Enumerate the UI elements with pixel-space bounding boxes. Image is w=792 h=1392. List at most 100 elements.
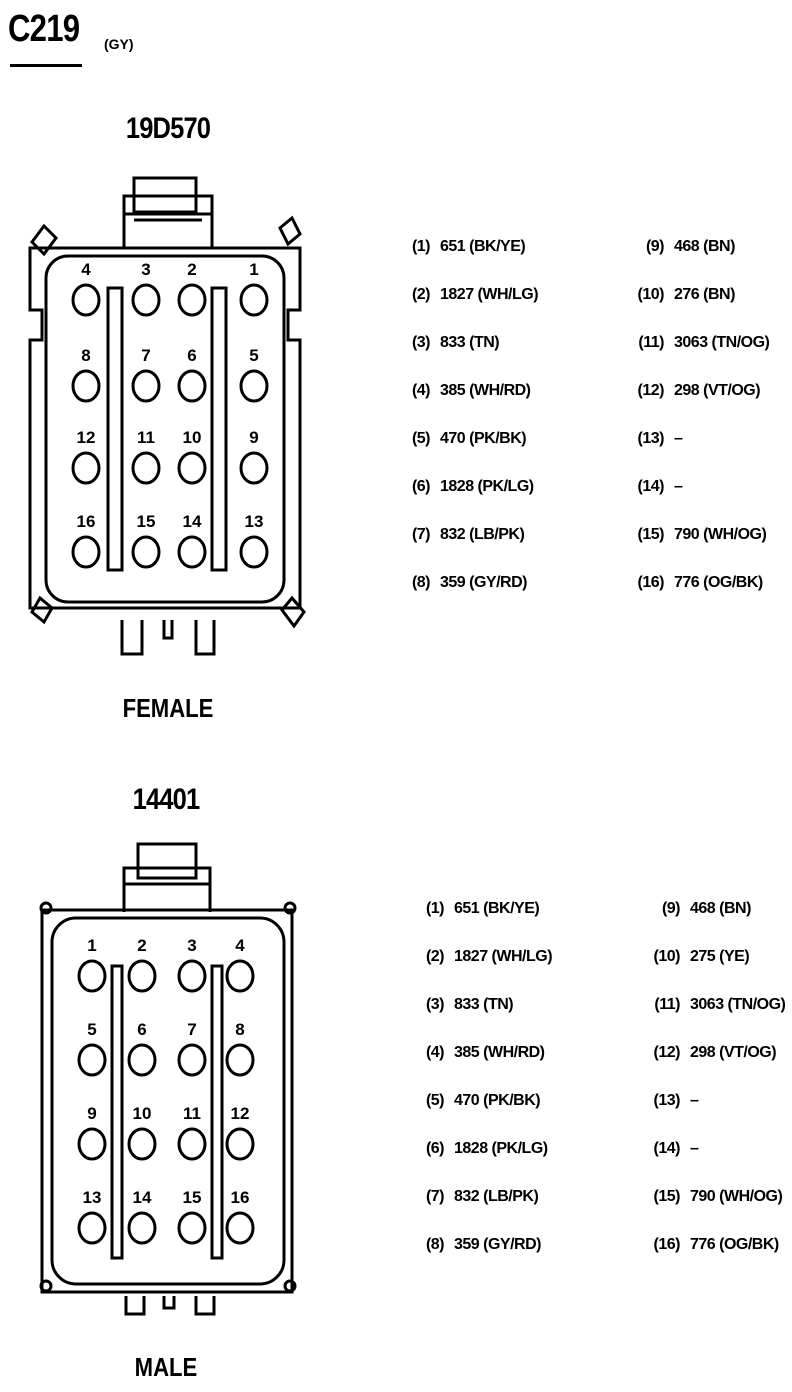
pin-cavity [177,369,207,403]
pin-number-label: 3 [141,260,150,279]
wire-circuit: 651 (BK/YE) [454,900,540,917]
pin-cavity [127,1127,157,1161]
wire-circuit: 833 (TN) [440,334,500,351]
pinout-row: (10)276 (BN) [628,286,736,304]
pin-number: (5) [411,430,431,447]
wire-circuit: 3063 (TN/OG) [690,996,786,1013]
pin-number: (3) [425,996,445,1013]
pinout-row: (5)470 (PK/BK) [408,430,527,448]
pin-number-label: 9 [87,1104,96,1123]
pin-number: (4) [425,1044,445,1061]
pin-number: (9) [645,238,665,255]
pin-number-label: 10 [183,428,202,447]
separator-bar [106,286,124,572]
pinout-row: (2)1827 (WH/LG) [422,948,553,966]
housing-inner [44,254,286,604]
wire-circuit: – [674,430,683,447]
pin-cavity [239,451,269,485]
pin-number-label: 9 [249,428,258,447]
pinout-row: (3) 833 (TN) [422,996,514,1014]
female-gender-label: FEMALE [122,693,214,723]
pin-number-label: 14 [133,1188,152,1207]
wire-circuit: 385 (WH/RD) [440,382,531,399]
pin-number: (6) [411,478,431,495]
pinout-row: (11)3063 (TN/OG) [628,334,769,352]
pinout-row: (11) 3063 (TN/OG) [644,996,785,1014]
pin-cavity [77,959,107,993]
pin-cavity [127,1211,157,1245]
wire-circuit: 651 (BK/YE) [440,238,526,255]
bottom-terminal [162,1296,176,1310]
separator-bar [110,964,124,1260]
wire-circuit: 3063 (TN/OG) [674,334,770,351]
pin-number-label: 13 [83,1188,102,1207]
wire-circuit: 275 (YE) [690,948,750,965]
pin-number-label: 7 [187,1020,196,1039]
pin-number-label: 7 [141,346,150,365]
pin-number: (2) [425,948,445,965]
pin-number: (13) [653,1092,681,1109]
pin-cavity [225,1211,255,1245]
pin-number-label: 1 [249,260,258,279]
pin-number-label: 11 [137,428,155,447]
pin-number: (14) [637,478,665,495]
pin-number-label: 8 [81,346,90,365]
pin-number: (2) [411,286,431,303]
pinout-row: (16) 776 (OG/BK) [628,574,764,592]
pinout-row: (8)359 (GY/RD) [408,574,528,592]
pin-number-label: 2 [187,260,196,279]
pin-cavity [177,1211,207,1245]
wire-circuit: 776 (OG/BK) [674,574,763,591]
wire-circuit: 1828 (PK/LG) [440,478,534,495]
pin-number-label: 11 [183,1104,201,1123]
wire-circuit: 359 (GY/RD) [440,574,527,591]
pin-cavity [127,1043,157,1077]
pinout-row: (4) 385 (WH/RD) [408,382,531,400]
connector-id: C219 [8,8,80,50]
pin-number: (1) [411,238,431,255]
pin-cavity [239,535,269,569]
pin-cavity [177,451,207,485]
pin-number: (8) [425,1236,445,1253]
pinout-row: (6)1828 (PK/LG) [422,1140,548,1158]
corner-clip [39,1279,53,1293]
pin-cavity [239,369,269,403]
wire-circuit: 832 (LB/PK) [454,1188,539,1205]
housing-inner [50,916,286,1286]
wire-circuit: 833 (TN) [454,996,514,1013]
corner-clip [280,595,306,629]
male-gender-label: MALE [134,1352,198,1382]
pin-number-label: 5 [249,346,258,365]
pinout-row: (9)468 (BN) [644,900,751,918]
pin-cavity [71,369,101,403]
wire-circuit: 359 (GY/RD) [454,1236,541,1253]
pin-number: (4) [411,382,431,399]
wire-circuit: 298 (VT/OG) [674,382,761,399]
pin-cavity [225,959,255,993]
pinout-row: (13)– [644,1092,699,1110]
pin-cavity [177,1127,207,1161]
pin-number: (11) [654,996,680,1013]
bottom-terminal [194,1296,216,1316]
title-underline [10,64,82,67]
wire-circuit: 468 (BN) [674,238,735,255]
pinout-row: (15)790 (WH/OG) [628,526,767,544]
pin-number-label: 2 [137,936,146,955]
wire-circuit: 832 (LB/PK) [440,526,525,543]
wire-circuit: 1827 (WH/LG) [440,286,539,303]
pin-cavity [127,959,157,993]
pinout-row: (2) 1827 (WH/LG) [408,286,539,304]
pinout-row: (3)833 (TN) [408,334,500,352]
latch-frame [122,866,212,912]
wire-circuit: 470 (PK/BK) [454,1092,541,1109]
corner-clip [283,901,297,915]
pin-number: (13) [637,430,665,447]
pin-number: (16) [637,574,665,591]
pin-number: (10) [637,286,665,303]
male-part-number: 14401 [132,783,201,816]
pinout-row: (9) 468 (BN) [628,238,735,256]
bottom-terminal [194,620,216,656]
pin-number: (16) [653,1236,681,1253]
pin-number: (7) [411,526,431,543]
pin-number-label: 16 [231,1188,250,1207]
